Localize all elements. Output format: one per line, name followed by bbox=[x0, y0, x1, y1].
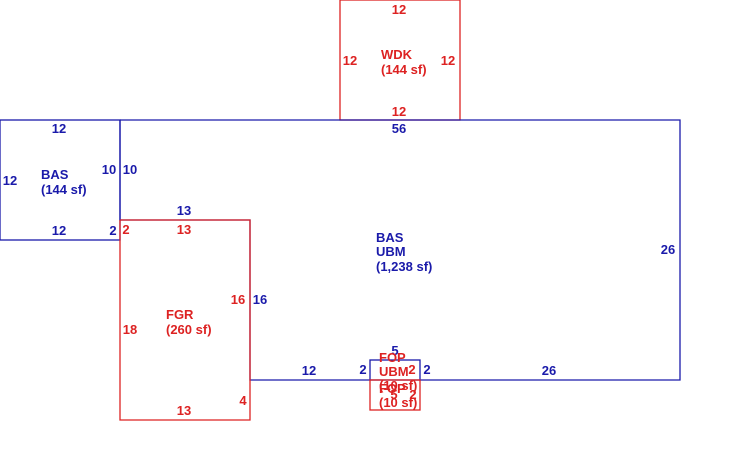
bas-main-notch-left-dim: 2 bbox=[359, 362, 366, 377]
fop2-area: (10 sf) bbox=[379, 395, 417, 410]
fgr-area: (260 sf) bbox=[166, 322, 212, 337]
bas-small-area: (144 sf) bbox=[41, 182, 87, 197]
bas-small-label: BAS bbox=[41, 167, 69, 182]
fgr-top-dim: 13 bbox=[177, 222, 191, 237]
fop2-label: FOP bbox=[379, 381, 406, 396]
fgr-right-dim: 16 bbox=[231, 292, 245, 307]
fgr-left-dim: 18 bbox=[123, 322, 137, 337]
bas-small-top-dim: 12 bbox=[52, 121, 66, 136]
bas-small-step-dim: 2 bbox=[109, 223, 116, 238]
bas-main-bottom-left-dim: 12 bbox=[302, 363, 316, 378]
wdk-area: (144 sf) bbox=[381, 62, 427, 77]
fop-area: (10 sf) bbox=[379, 378, 417, 393]
bas-small-left-dim: 12 bbox=[3, 173, 17, 188]
fop2-dim-b: 2 bbox=[409, 387, 416, 402]
fop-mid-dim: 2 bbox=[408, 362, 415, 377]
fgr-corner-dim: 4 bbox=[239, 393, 247, 408]
bas-main-notch-right-dim: 2 bbox=[423, 362, 430, 377]
bas-main-top-dim: 56 bbox=[392, 121, 406, 136]
fgr-label: FGR bbox=[166, 307, 194, 322]
bas-main-outline-inner bbox=[119, 120, 370, 381]
wdk-bottom-dim: 12 bbox=[392, 104, 406, 119]
wdk-label: WDK bbox=[381, 47, 413, 62]
wdk-right-dim: 12 bbox=[441, 53, 455, 68]
bas-main-inner-side-dim: 16 bbox=[253, 292, 267, 307]
bas-main-bottom-right-dim: 26 bbox=[542, 363, 556, 378]
bas-main-left-dim: 10 bbox=[123, 162, 137, 177]
bas-main-label-ubm: UBM bbox=[376, 244, 406, 259]
fop-label-ubm: UBM bbox=[379, 364, 409, 379]
fop-top-dim: 5 bbox=[391, 343, 398, 358]
bas-small-right-dim: 10 bbox=[102, 162, 116, 177]
bas-main-outline bbox=[120, 119, 681, 381]
wdk-top-dim: 12 bbox=[392, 2, 406, 17]
bas-main-inner-dim: 13 bbox=[177, 203, 191, 218]
fop-label: FOP bbox=[379, 350, 406, 365]
bas-main-label: BAS bbox=[376, 230, 404, 245]
bas-main-area: (1,238 sf) bbox=[376, 259, 432, 274]
fgr-bottom-dim: 13 bbox=[177, 403, 191, 418]
fop-outline bbox=[369, 379, 421, 411]
bas-main-right-dim: 26 bbox=[661, 242, 675, 257]
fgr-outline bbox=[119, 219, 251, 421]
fgr-step-dim: 2 bbox=[122, 222, 129, 237]
fop2-dim-a: 5 bbox=[390, 387, 397, 402]
bas-small-bottom-dim: 12 bbox=[52, 223, 66, 238]
wdk-left-dim: 12 bbox=[343, 53, 357, 68]
